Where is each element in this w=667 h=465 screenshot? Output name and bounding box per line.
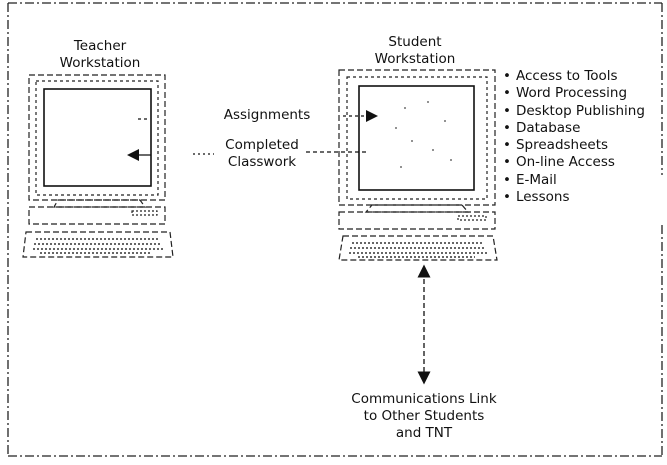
- assignments-label: Assignments: [223, 107, 311, 123]
- student-screen-specks: [395, 101, 452, 168]
- completed-line1: Completed: [225, 137, 299, 153]
- student-keyboard-keys: [349, 242, 487, 258]
- feature-database: Database: [503, 120, 645, 137]
- completed-classwork-arrow: [127, 149, 366, 161]
- teacher-title-line2: Workstation: [59, 55, 141, 71]
- feature-access-to-tools: Access to Tools: [503, 68, 645, 85]
- teacher-keyboard-keys: [33, 238, 163, 254]
- teacher-computer: [22, 74, 174, 258]
- student-title-line1: Student: [388, 34, 442, 50]
- student-feature-list: Access to Tools Word Processing Desktop …: [503, 68, 645, 206]
- completed-line2: Classwork: [227, 154, 297, 170]
- feature-spreadsheets: Spreadsheets: [503, 137, 645, 154]
- assignments-arrow: [138, 110, 378, 122]
- feature-online-access: On-line Access: [503, 154, 645, 171]
- feature-desktop-publishing: Desktop Publishing: [503, 103, 645, 120]
- teacher-workstation-title: Teacher Workstation: [40, 38, 160, 72]
- feature-word-processing: Word Processing: [503, 85, 645, 102]
- comm-line3: and TNT: [395, 425, 453, 441]
- teacher-title-line1: Teacher: [73, 38, 127, 54]
- student-title-line2: Workstation: [374, 51, 456, 67]
- communications-link-label: Communications Link to Other Students an…: [334, 391, 514, 442]
- completed-classwork-label: Completed Classwork: [212, 137, 312, 171]
- comm-line1: Communications Link: [351, 391, 497, 407]
- comm-line2: to Other Students: [363, 408, 485, 424]
- feature-lessons: Lessons: [503, 189, 645, 206]
- feature-email: E-Mail: [503, 172, 645, 189]
- student-workstation-title: Student Workstation: [355, 34, 475, 68]
- outer-frame: [7, 2, 663, 457]
- student-computer: [338, 69, 498, 261]
